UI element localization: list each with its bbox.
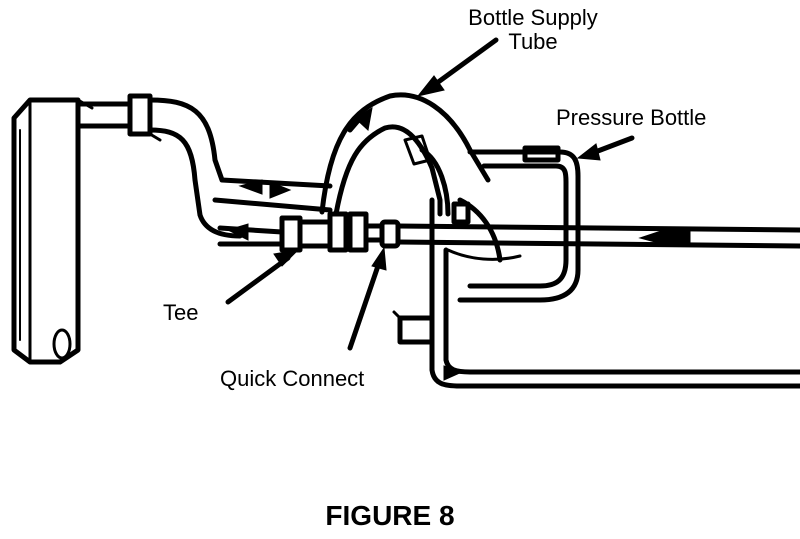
quick-connect-label: Quick Connect [220,366,365,391]
tee-line [212,179,333,247]
drain-line [392,197,800,389]
bottle-supply-tube-label: Bottle Supply Tube [440,5,626,55]
pressure-bottle-label: Pressure Bottle [556,105,707,130]
upper-line [75,93,333,239]
tee-fitting [279,211,385,253]
tee-label: Tee [163,300,199,325]
bottle-supply-label-line1: Bottle Supply [468,5,598,30]
figure-caption: FIGURE 8 [325,500,455,531]
bottle-supply-label-line2: Tube [508,29,558,55]
bottle-supply-tube [319,92,491,217]
quick-connect-fitting [379,219,800,249]
callout-arrows [225,37,635,351]
left-canister [11,97,94,365]
pressure-bottle [446,145,581,303]
